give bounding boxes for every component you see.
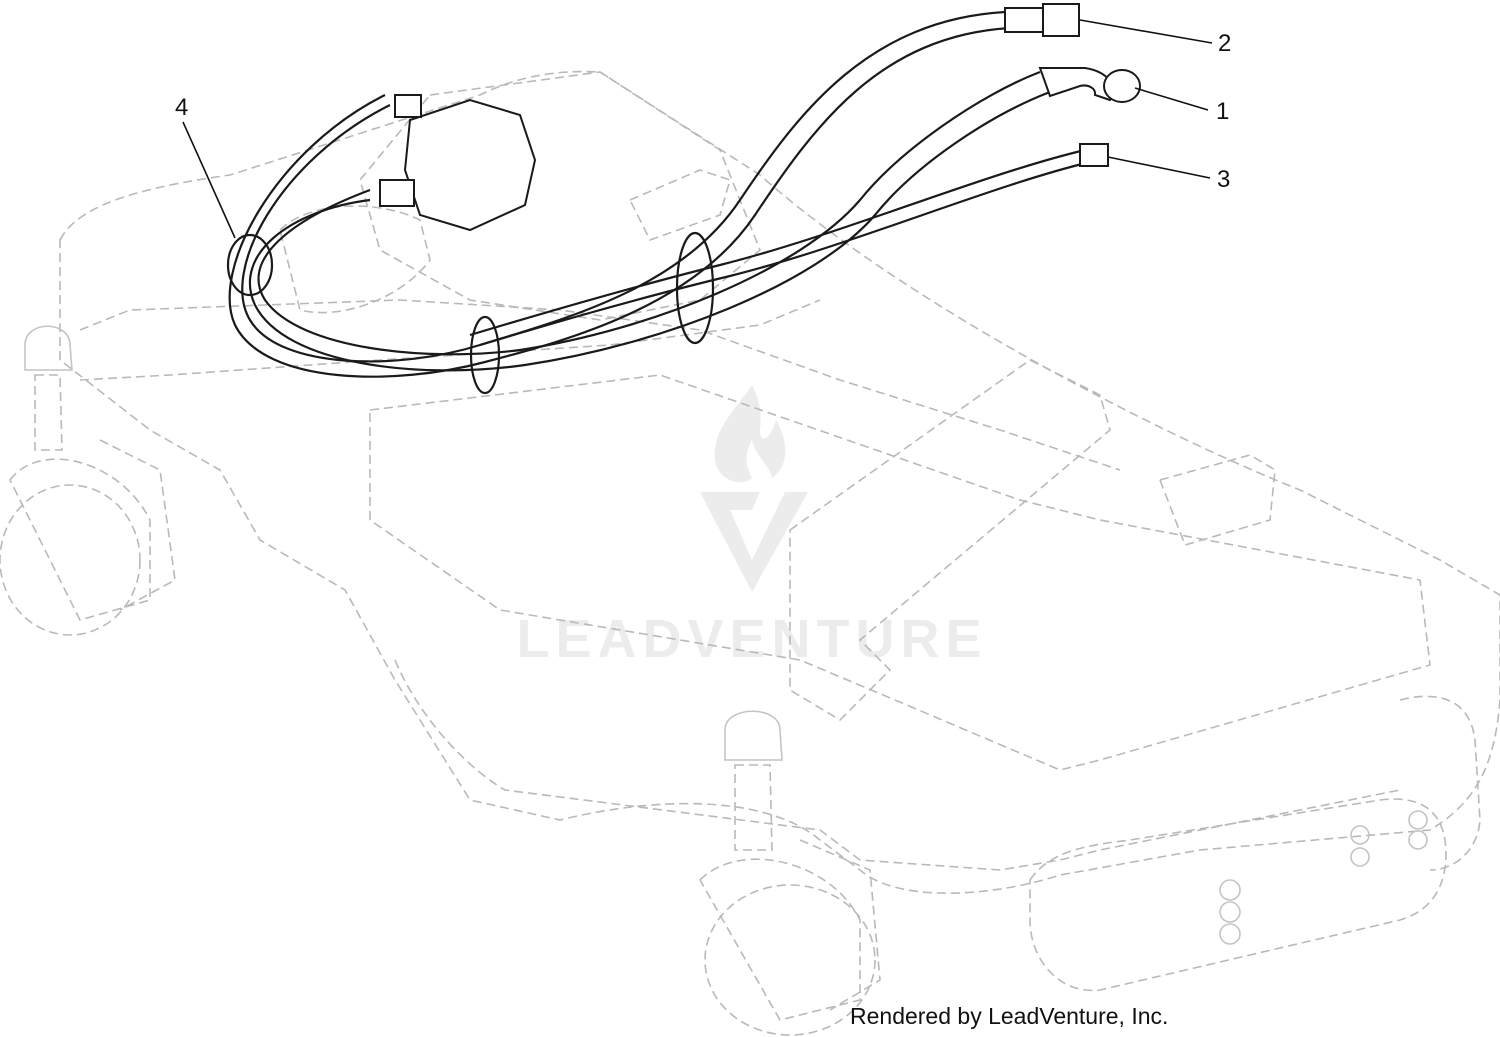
deck-outer-outline	[59, 70, 1500, 894]
deck-belt-cover	[359, 71, 761, 321]
deck-front-frame-bar	[79, 299, 821, 381]
callouts: 2 1 3 4	[175, 19, 1231, 239]
bumper-hole	[1219, 901, 1241, 923]
watermark-text: LEADVENTURE	[516, 609, 987, 669]
bumper-hole	[1408, 830, 1428, 850]
hose-3	[469, 148, 1086, 337]
hose-3-end-fitting	[1079, 143, 1109, 167]
callout-1-leader	[1134, 87, 1209, 111]
callout-2: 2	[1218, 30, 1231, 57]
hose-1-elbow-fitting	[1038, 67, 1114, 102]
cable-tie	[675, 231, 715, 345]
cable-tie	[226, 233, 274, 297]
deck-cross-beam	[789, 359, 1111, 722]
deck-skirt	[394, 659, 1401, 871]
deck-right-bumper	[1399, 695, 1481, 871]
height-adjust-bracket	[1158, 454, 1276, 546]
callout-3-leader	[1107, 156, 1211, 179]
deck-top-plate	[369, 374, 1431, 771]
hose-1-end-nut	[1103, 69, 1141, 103]
cable-tie	[469, 315, 501, 395]
bumper-hole	[1350, 847, 1370, 867]
mower-deck-ghost	[59, 70, 1500, 992]
callout-4-leader	[182, 121, 236, 239]
hose-assembly	[226, 3, 1141, 395]
height-adjust-bracket	[628, 169, 731, 241]
bumper-hole	[1219, 879, 1241, 901]
motor-fitting	[379, 179, 415, 207]
deck-rear-rail	[79, 299, 1121, 471]
callout-1: 1	[1216, 98, 1229, 125]
bumper-hole	[1350, 825, 1370, 845]
hydraulic-motor	[403, 98, 537, 232]
hose-1	[257, 70, 1041, 356]
watermark-flame-icon	[714, 385, 786, 483]
callout-2-leader	[1079, 19, 1213, 44]
deck-front-bumper	[1029, 798, 1447, 992]
caster-wheel-right	[699, 710, 881, 1036]
caster-wheel-left	[0, 325, 176, 636]
callout-4: 4	[175, 94, 188, 121]
motor-fitting	[394, 94, 422, 118]
bumper-hole	[1219, 923, 1241, 945]
callout-3: 3	[1217, 166, 1230, 193]
bumper-hole	[1408, 810, 1428, 830]
hose-2-end-nut	[1042, 3, 1080, 37]
watermark: LEADVENTURE	[516, 385, 987, 669]
hose-2-end-fitting	[1004, 7, 1044, 33]
deck-spindle-cover	[279, 205, 431, 314]
render-credit: Rendered by LeadVenture, Inc.	[850, 1003, 1169, 1029]
watermark-v-icon	[700, 492, 808, 592]
